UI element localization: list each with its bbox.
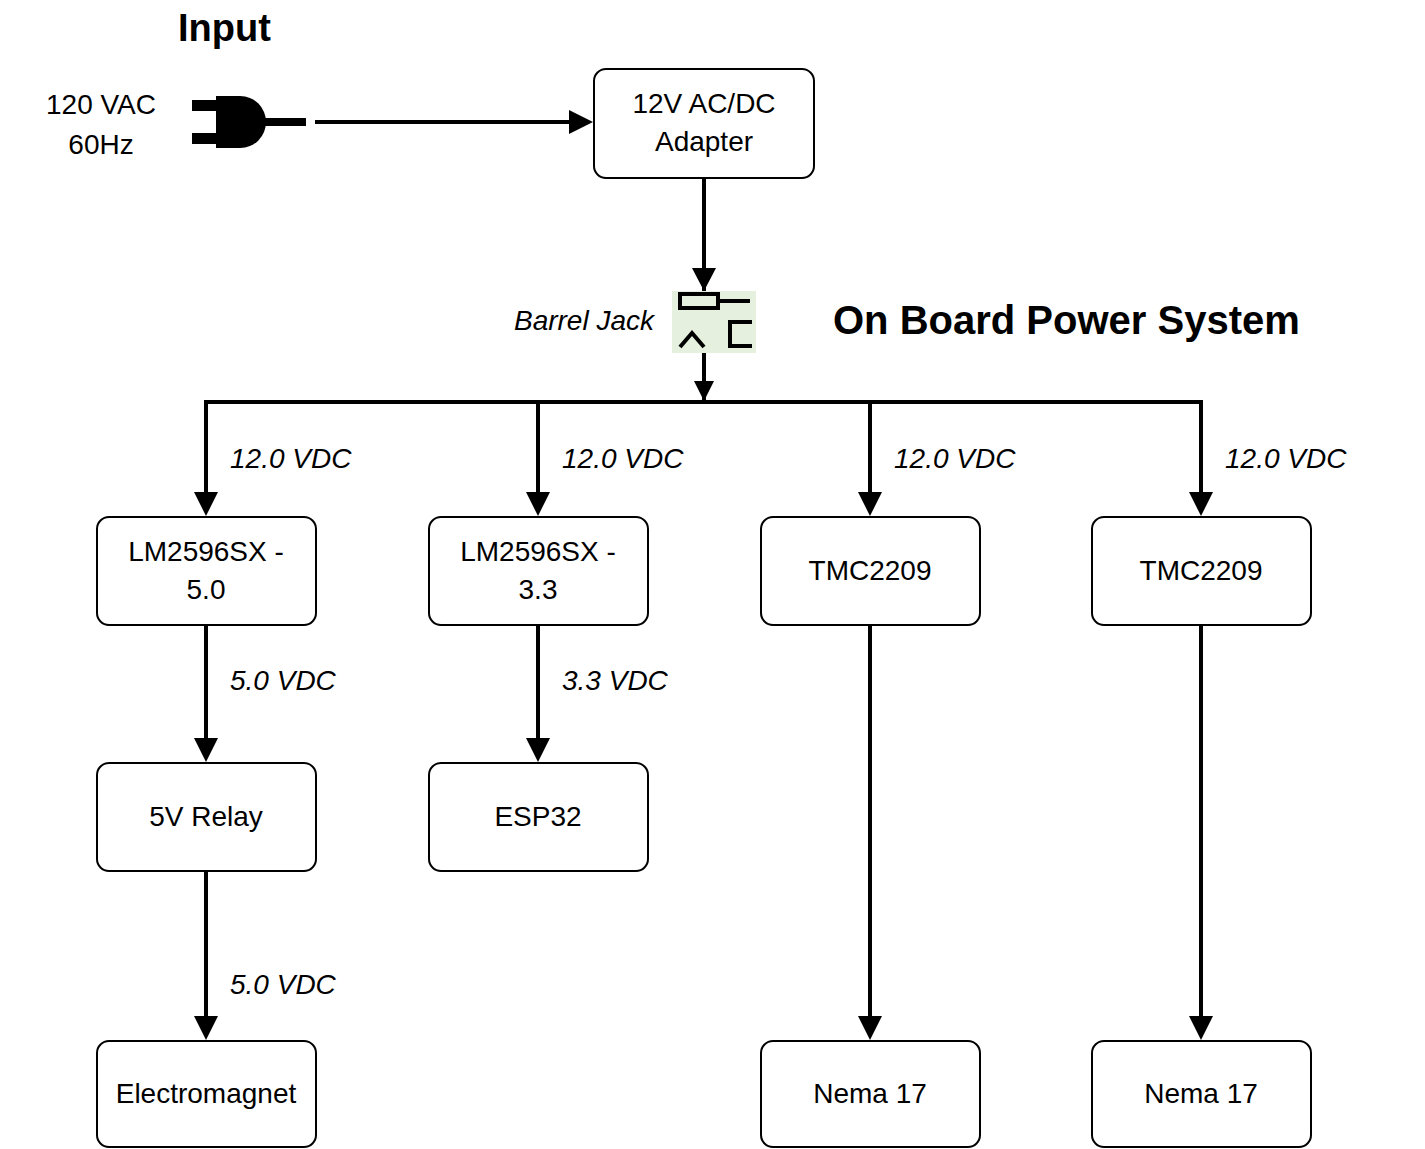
barrel-jack-symbol bbox=[672, 268, 756, 401]
input-arrowhead bbox=[569, 110, 593, 134]
regulator-box: LM2596SX - 3.3 bbox=[428, 516, 649, 626]
node-label: Electromagnet bbox=[116, 1075, 297, 1113]
power-adapter-box: 12V AC/DC Adapter bbox=[593, 68, 815, 179]
voltage-label: 12.0 VDC bbox=[1225, 442, 1346, 476]
region-shape bbox=[14, 239, 1422, 927]
jack-sleeve bbox=[730, 322, 752, 346]
stepper-driver-box: TMC2209 bbox=[760, 516, 981, 626]
voltage-label: 5.0 VDC bbox=[230, 664, 336, 698]
voltage-label: 12.0 VDC bbox=[894, 442, 1015, 476]
node-label: 12V AC/DC Adapter bbox=[612, 85, 797, 161]
region-title: On Board Power System bbox=[833, 297, 1300, 343]
node-label: LM2596SX - 3.3 bbox=[446, 533, 631, 609]
jack-output-arrowhead bbox=[694, 381, 714, 401]
regulator-box: LM2596SX - 5.0 bbox=[96, 516, 317, 626]
node-label: LM2596SX - 5.0 bbox=[114, 533, 299, 609]
jack-background-patch bbox=[672, 291, 756, 353]
jack-pin-lead bbox=[718, 299, 750, 303]
section-title: Input bbox=[178, 6, 271, 50]
node-label: Nema 17 bbox=[813, 1075, 927, 1113]
node-label: 5V Relay bbox=[149, 798, 263, 836]
node-label: TMC2209 bbox=[809, 552, 932, 590]
power-connector bbox=[1199, 626, 1203, 1032]
power-connector bbox=[704, 179, 1201, 509]
voltage-label: 12.0 VDC bbox=[562, 442, 683, 476]
stepper-motor-box: Nema 17 bbox=[1091, 1040, 1312, 1148]
power-connector bbox=[868, 626, 872, 1032]
input-voltage-label: 120 VAC 60Hz bbox=[31, 85, 171, 165]
power-connector bbox=[204, 872, 208, 1032]
electromagnet-box: Electromagnet bbox=[96, 1040, 317, 1148]
jack-pin bbox=[680, 294, 718, 308]
plug-body bbox=[216, 96, 266, 148]
voltage-label: 3.3 VDC bbox=[562, 664, 668, 698]
plug-symbol bbox=[192, 96, 306, 148]
jack-input-arrowhead bbox=[692, 268, 716, 291]
jack-switch bbox=[680, 333, 704, 347]
microcontroller-box: ESP32 bbox=[428, 762, 649, 872]
voltage-label: 12.0 VDC bbox=[230, 442, 351, 476]
connector-label: Barrel Jack bbox=[514, 301, 654, 341]
stepper-driver-box: TMC2209 bbox=[1091, 516, 1312, 626]
power-connector bbox=[536, 626, 540, 754]
relay-box: 5V Relay bbox=[96, 762, 317, 872]
power-connector bbox=[204, 626, 208, 754]
power-connector bbox=[704, 179, 870, 509]
power-connector bbox=[206, 179, 704, 509]
power-system-region: LM2596SX - 5.0 LM2596SX - 3.3 TMC2209 TMC22… bbox=[12, 237, 1423, 928]
node-label: Nema 17 bbox=[1144, 1075, 1258, 1113]
plug-cord bbox=[262, 118, 306, 126]
stepper-motor-box: Nema 17 bbox=[760, 1040, 981, 1148]
input-arrow-line bbox=[315, 120, 572, 124]
voltage-label: 5.0 VDC bbox=[230, 968, 336, 1002]
node-label: TMC2209 bbox=[1140, 552, 1263, 590]
node-label: ESP32 bbox=[494, 798, 581, 836]
plug-prong bbox=[192, 100, 218, 111]
plug-prong bbox=[192, 133, 218, 144]
